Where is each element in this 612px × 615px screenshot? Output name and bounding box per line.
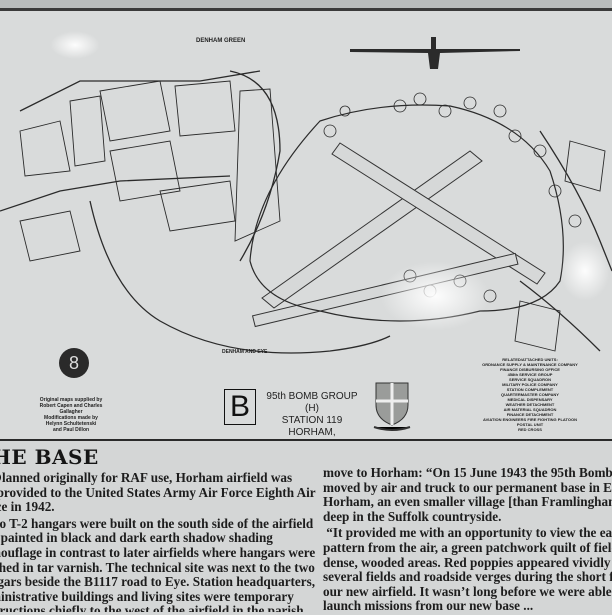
unit-line: WEATHER DETACHMENT: [505, 402, 555, 407]
credit-line: and Paul Dillon: [52, 427, 90, 433]
text-line: pattern from the air, a green patchwork …: [323, 539, 612, 555]
unit-line: MILITARY POLICE COMPANY: [502, 382, 558, 387]
credit-line: Helynn Schultetenski: [45, 421, 97, 427]
unit-line: QUARTERMASTER COMPANY: [501, 392, 559, 397]
text-line: d painted in black and dark earth shadow…: [0, 530, 273, 546]
text-line: mouflage in contrast to later airfields …: [0, 544, 316, 560]
credit-line: Modifications made by: [44, 415, 98, 421]
text-line: several fields and roadside verges durin…: [323, 569, 612, 585]
drop-cap: [0, 472, 1, 483]
paragraph: move to Horham: “On 15 June 1943 the 95t…: [323, 465, 612, 524]
site-blocks: [19, 80, 606, 352]
station-line: HORHAM, ENGLAND: [288, 427, 336, 438]
station-line: 95th BOMB GROUP (H): [266, 391, 358, 414]
article-section: HE BASE lanned originally for RAF use, H…: [0, 441, 612, 612]
bomb-group-crest-icon: [373, 382, 411, 431]
article-left-column: lanned originally for RAF use, Horham ai…: [0, 470, 316, 612]
light-glare: [50, 31, 100, 59]
text-line: move to Horham: “On 15 June 1943 the 95t…: [323, 465, 612, 480]
unit-line: ORDNANCE SUPPLY & MAINTENANCE COMPANY: [482, 362, 578, 367]
paragraph: “It provided me with an opportunity to v…: [323, 526, 612, 612]
text-line: provided to the United States Army Air F…: [0, 484, 316, 500]
station-letter-mark: B: [224, 389, 256, 425]
unit-line: FINANCE DETACHMENT: [506, 412, 554, 417]
paragraph: lanned originally for RAF use, Horham ai…: [0, 470, 316, 515]
text-line: rce in 1942.: [0, 499, 55, 515]
text-line: moved by air and truck to our permanent …: [323, 479, 612, 495]
text-line: ngars beside the B1117 road to Eye. Stat…: [0, 574, 316, 590]
unit-line: RELATED/ATTACHED UNITS:: [502, 357, 558, 362]
unit-line: MEDICAL DISPENSARY: [507, 397, 553, 402]
unit-line: RED CROSS: [518, 427, 542, 432]
unit-line: SERVICE SQUADRON: [509, 377, 551, 382]
article-right-column: move to Horham: “On 15 June 1943 the 95t…: [323, 465, 612, 612]
credit-line: Original maps supplied by: [39, 397, 103, 403]
text-line: deep in the Suffolk countryside.: [323, 508, 502, 524]
map-credits: Original maps supplied by Robert Capen a…: [36, 397, 106, 433]
airfield-map: DENHAM GREEN DENHAM AND EYE 8 Original m…: [0, 11, 612, 441]
paragraph: wo T-2 hangars were built on the south s…: [0, 515, 316, 612]
text-line: structions chiefly to the west of the ai…: [0, 603, 304, 612]
credit-line: Robert Capen and Charles Gallagher: [39, 403, 103, 415]
road-label: DENHAM AND EYE: [222, 349, 268, 355]
station-caption: 95th BOMB GROUP (H) STATION 119 HORHAM, …: [264, 391, 360, 439]
attached-units-list: RELATED/ATTACHED UNITS: ORDNANCE SUPPLY …: [470, 357, 590, 432]
unit-line: STATION COMPLEMENT: [506, 387, 554, 392]
perimeter-track: [249, 104, 564, 322]
text-line: wo T-2 hangars were built on the south s…: [0, 515, 314, 531]
light-glare: [380, 261, 490, 331]
b17-aircraft-silhouette-icon: [350, 37, 520, 69]
text-line: lanned originally for RAF use, Horham ai…: [2, 470, 293, 485]
unit-line: FINANCE DISBURSING OFFICE: [500, 367, 560, 372]
place-label-denham-green: DENHAM GREEN: [196, 38, 246, 44]
text-line: our new airfield. It wasn’t long before …: [323, 583, 612, 599]
text-line: “It provided me with an opportunity to v…: [323, 525, 612, 541]
eighth-air-force-emblem-icon: 8: [59, 348, 89, 378]
unit-line: AIR MATERIAL SQUADRON: [503, 407, 557, 412]
unit-line: POSTAL UNIT: [516, 422, 544, 427]
article-title: HE BASE: [0, 445, 99, 469]
unit-line: AVIATION ENGINEERS FIRE FIGHTING PLATOON: [483, 417, 577, 422]
text-line: dense, wooded areas. Red poppies appeare…: [323, 554, 612, 570]
text-line: Horham, an even smaller village [than Fr…: [323, 494, 612, 510]
svg-text:8: 8: [69, 353, 79, 373]
unit-line: 458th SERVICE GROUP: [507, 372, 553, 377]
text-line: launch missions from our new base ...: [323, 598, 534, 612]
text-line: ished in tar varnish. The technical site…: [0, 559, 315, 575]
text-line: ministrative buildings and living sites …: [0, 588, 294, 604]
light-glare: [560, 241, 610, 301]
station-line: STATION 119: [281, 415, 343, 426]
